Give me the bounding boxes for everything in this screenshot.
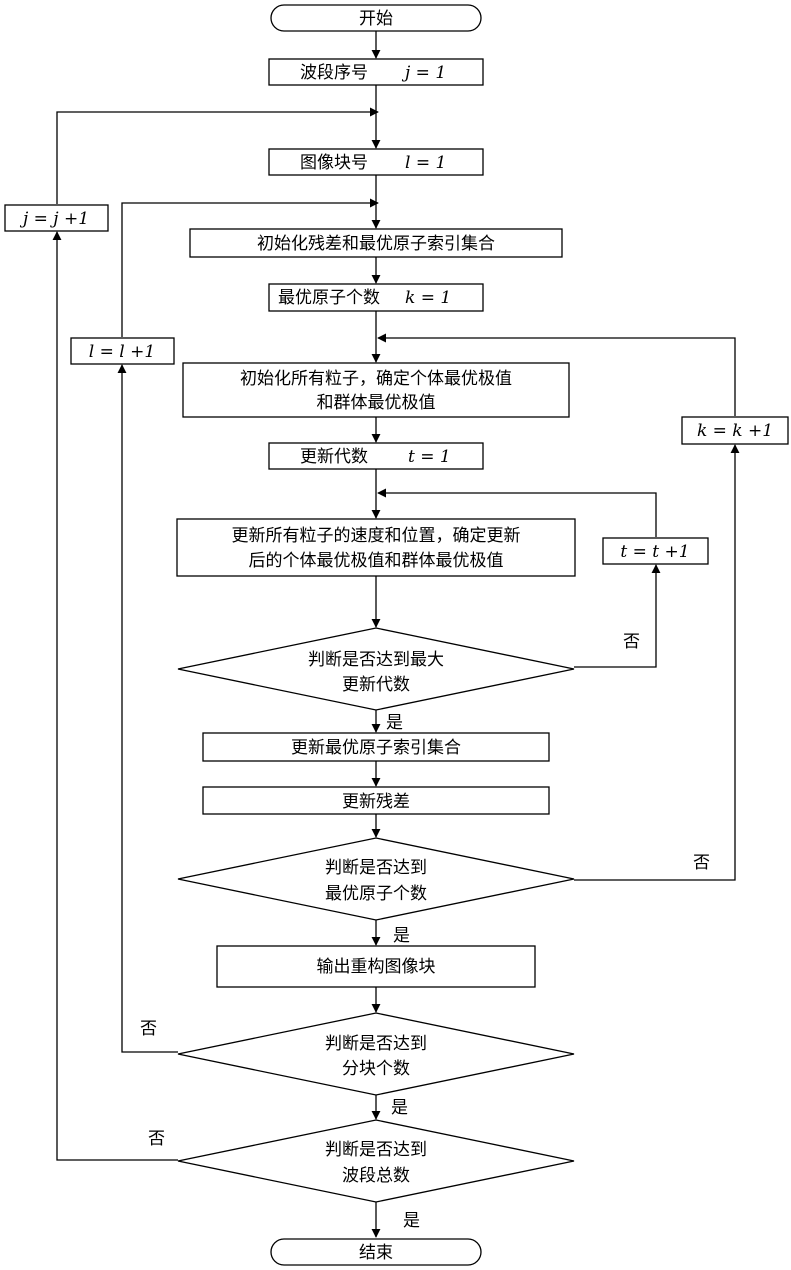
band-init-label: 波段序号 [300,63,368,83]
check-gen-line1: 判断是否达到最大 [308,650,444,670]
gen-init-node: 更新代数 t = 1 [269,443,483,469]
init-residual-label: 初始化残差和最优原子索引集合 [257,234,495,254]
update-particles-line2: 后的个体最优极值和群体最优极值 [249,551,504,571]
update-residual-label: 更新残差 [342,792,410,812]
check-blocks-diamond [178,1013,574,1095]
edge-check-atoms-no [574,445,735,880]
inc-l-label: l = l +1 [89,342,155,362]
block-init-label: 图像块号 [300,153,368,173]
output-block-node: 输出重构图像块 [217,946,535,987]
inc-k-node: k = k +1 [682,417,788,444]
check-bands-line1: 判断是否达到 [325,1140,427,1160]
edge-label-yes-gen: 是 [386,713,403,733]
inc-l-node: l = l +1 [71,338,174,364]
check-bands-line2: 波段总数 [342,1166,410,1186]
band-init-node: 波段序号 j = 1 [269,59,483,85]
band-init-formula: j = 1 [401,63,446,83]
check-atoms-line2: 最优原子个数 [325,884,427,904]
edge-label-no-bands: 否 [148,1129,165,1149]
inc-j-label: j = j +1 [19,209,89,229]
update-particles-line1: 更新所有粒子的速度和位置，确定更新 [232,526,521,546]
update-index-node: 更新最优原子索引集合 [203,733,549,761]
inc-k-label: k = k +1 [697,421,773,441]
atom-init-label: 最优原子个数 [278,288,380,308]
update-particles-node: 更新所有粒子的速度和位置，确定更新 后的个体最优极值和群体最优极值 [177,519,575,576]
end-label: 结束 [359,1243,393,1263]
edge-inc-l-back [122,203,378,337]
check-bands-decision: 判断是否达到 波段总数 [178,1120,574,1202]
edge-label-yes-blocks: 是 [391,1098,408,1118]
atom-init-node: 最优原子个数 k = 1 [269,284,483,311]
edge-check-blocks-no [122,365,178,1052]
edge-label-no-gen: 否 [623,632,640,652]
check-atoms-diamond [178,838,574,920]
inc-j-node: j = j +1 [5,205,108,231]
inc-t-node: t = t +1 [603,538,708,564]
init-residual-node: 初始化残差和最优原子索引集合 [190,229,562,257]
check-blocks-line1: 判断是否达到 [325,1034,427,1054]
init-particles-line1: 初始化所有粒子，确定个体最优极值 [240,369,512,389]
start-label: 开始 [359,9,393,29]
check-gen-decision: 判断是否达到最大 更新代数 [178,628,574,710]
gen-init-label: 更新代数 [300,447,368,467]
init-particles-node: 初始化所有粒子，确定个体最优极值 和群体最优极值 [183,363,569,417]
block-init-formula: l = 1 [405,153,446,173]
block-init-node: 图像块号 l = 1 [269,149,483,175]
check-bands-diamond [178,1120,574,1202]
edge-label-no-blocks: 否 [140,1019,157,1039]
check-blocks-decision: 判断是否达到 分块个数 [178,1013,574,1095]
start-terminal: 开始 [271,5,481,31]
check-atoms-decision: 判断是否达到 最优原子个数 [178,838,574,920]
check-atoms-line1: 判断是否达到 [325,858,427,878]
update-index-label: 更新最优原子索引集合 [291,738,461,758]
atom-init-formula: k = 1 [405,288,451,308]
output-block-label: 输出重构图像块 [317,957,436,977]
end-terminal: 结束 [271,1239,481,1265]
inc-t-label: t = t +1 [620,542,689,562]
edge-check-bands-no [57,232,178,1160]
edge-label-yes-bands: 是 [403,1211,420,1231]
gen-init-formula: t = 1 [408,447,451,467]
edge-check-gen-no [574,565,656,667]
edge-label-no-atoms: 否 [693,853,710,873]
update-residual-node: 更新残差 [203,787,549,814]
init-particles-line2: 和群体最优极值 [317,393,436,413]
edge-label-yes-atoms: 是 [393,926,410,946]
check-blocks-line2: 分块个数 [342,1059,410,1079]
check-gen-line2: 更新代数 [342,675,410,695]
